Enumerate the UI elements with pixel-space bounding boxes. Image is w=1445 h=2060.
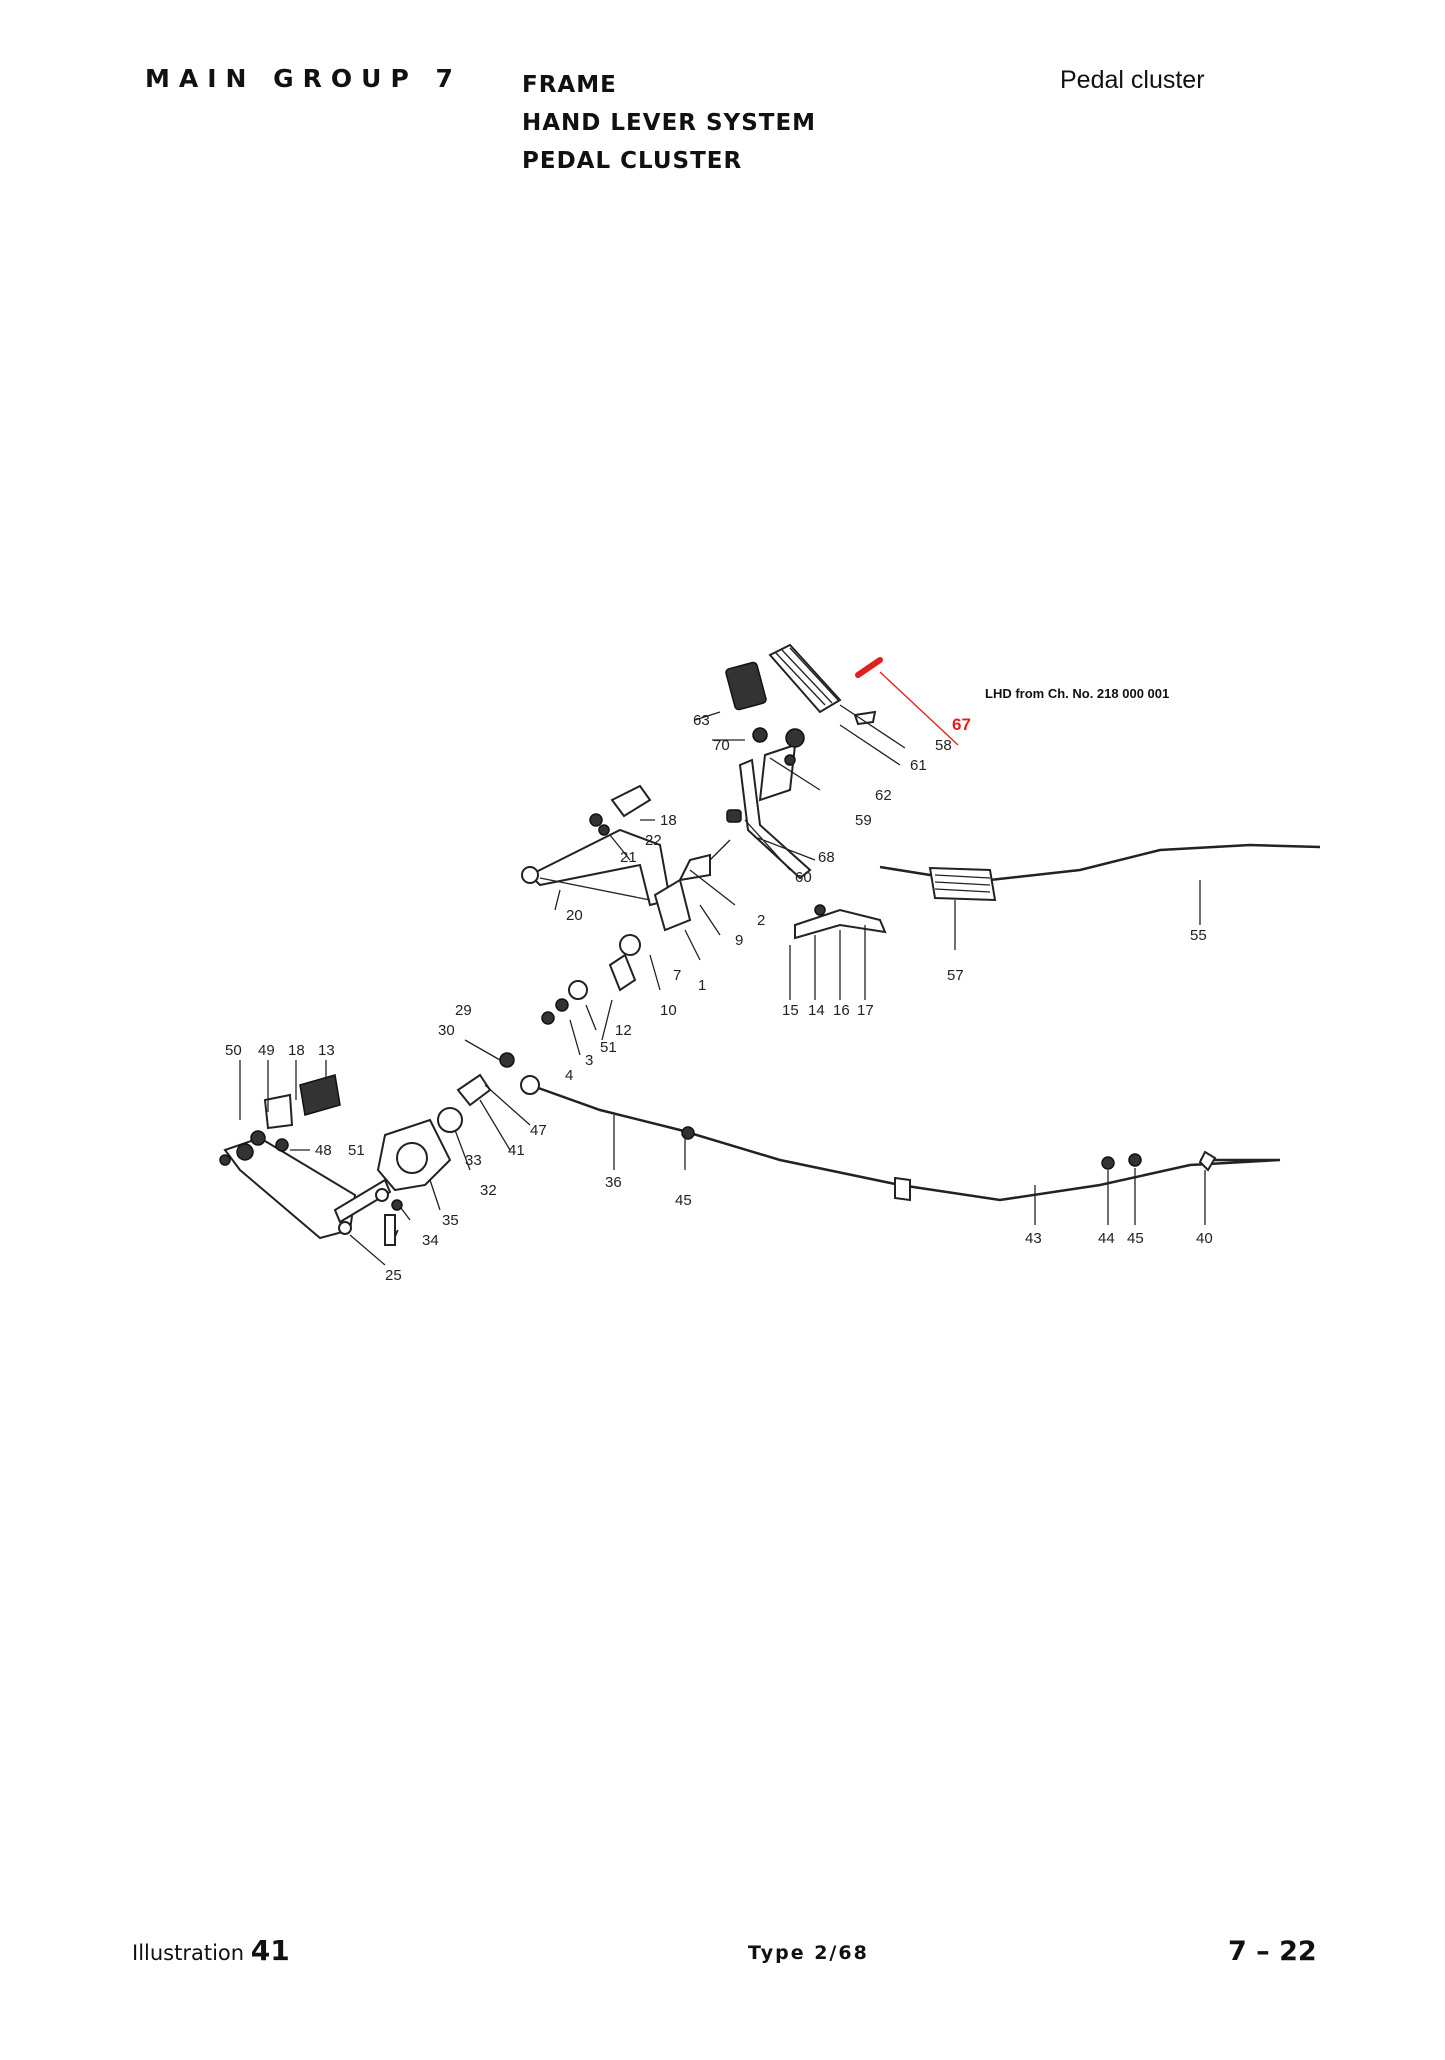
label-70: 70 [713, 737, 730, 754]
label-9: 9 [735, 932, 743, 949]
pedal-shaft-assembly [521, 784, 736, 1056]
label-21: 21 [620, 849, 637, 866]
clutch-pedal-group [219, 1060, 399, 1266]
label-13: 13 [318, 1042, 335, 1059]
label-12: 12 [615, 1022, 632, 1039]
accelerator-pedal-group [694, 643, 959, 802]
label-1: 1 [698, 977, 706, 994]
label-45-right: 45 [1127, 1230, 1144, 1247]
lhd-chassis-note: LHD from Ch. No. 218 000 001 [985, 686, 1169, 701]
label-7: 7 [673, 967, 681, 984]
label-36: 36 [605, 1174, 622, 1191]
label-17: 17 [857, 1002, 874, 1019]
throttle-lever [726, 758, 816, 880]
page-number: 7 – 22 [1228, 1936, 1317, 1967]
cables [520, 843, 1321, 1225]
label-50: 50 [225, 1042, 242, 1059]
label-41: 41 [508, 1142, 525, 1159]
label-49: 49 [258, 1042, 275, 1059]
label-59: 59 [855, 812, 872, 829]
label-4: 4 [565, 1067, 573, 1084]
part-number-labels: 63 70 58 61 62 59 18 22 21 68 60 20 2 9 … [225, 712, 1213, 1284]
label-47: 47 [530, 1122, 547, 1139]
section-line-pedal-cluster: PEDAL CLUSTER [522, 148, 743, 174]
label-55: 55 [1190, 927, 1207, 944]
label-25: 25 [385, 1267, 402, 1284]
label-22: 22 [645, 832, 662, 849]
illustration-number: 41 [250, 1934, 290, 1967]
label-16: 16 [833, 1002, 850, 1019]
label-32: 32 [480, 1182, 497, 1199]
section-line-frame: FRAME [522, 72, 617, 98]
label-18-top: 18 [660, 812, 677, 829]
label-45-mid: 45 [675, 1192, 692, 1209]
label-2: 2 [757, 912, 765, 929]
label-63: 63 [693, 712, 710, 729]
main-group-heading: MAIN GROUP 7 [145, 64, 462, 93]
label-67-highlight: 67 [952, 715, 971, 734]
label-34: 34 [422, 1232, 439, 1249]
label-51-mid: 51 [600, 1039, 617, 1056]
label-60: 60 [795, 869, 812, 886]
label-40: 40 [1196, 1230, 1213, 1247]
label-18-left: 18 [288, 1042, 305, 1059]
label-10: 10 [660, 1002, 677, 1019]
label-14: 14 [808, 1002, 825, 1019]
label-30: 30 [438, 1022, 455, 1039]
vehicle-type: Type 2/68 [748, 1942, 869, 1964]
label-44: 44 [1098, 1230, 1115, 1247]
illustration-caption: Illustration 41 [132, 1934, 290, 1967]
label-62: 62 [875, 787, 892, 804]
section-line-hand-lever: HAND LEVER SYSTEM [522, 110, 817, 136]
label-68: 68 [818, 849, 835, 866]
section-heading: FRAME HAND LEVER SYSTEM PEDAL CLUSTER [522, 66, 816, 180]
label-48: 48 [315, 1142, 332, 1159]
label-35: 35 [442, 1212, 459, 1229]
label-33: 33 [465, 1152, 482, 1169]
label-58: 58 [935, 737, 952, 754]
label-61: 61 [910, 757, 927, 774]
label-3: 3 [585, 1052, 593, 1069]
label-20: 20 [566, 907, 583, 924]
label-15: 15 [782, 1002, 799, 1019]
label-29: 29 [455, 1002, 472, 1019]
label-43: 43 [1025, 1230, 1042, 1247]
label-51-left: 51 [348, 1142, 365, 1159]
illustration-label: Illustration [132, 1941, 245, 1965]
page-topic: Pedal cluster [1060, 66, 1205, 94]
pedal-bracket [376, 1039, 531, 1246]
label-57: 57 [947, 967, 964, 984]
